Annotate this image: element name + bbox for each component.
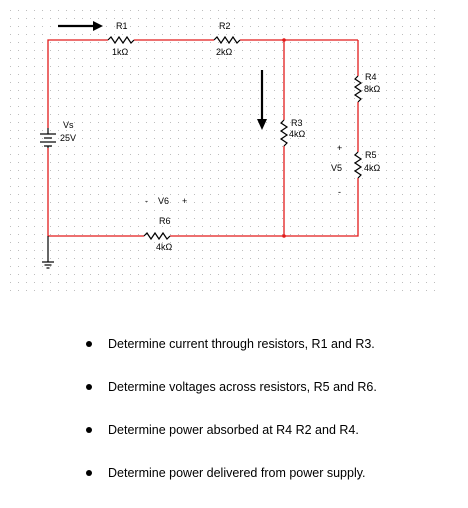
- task-text: Determine power absorbed at R4 R2 and R4…: [108, 423, 359, 437]
- resistor-r6: [143, 231, 171, 241]
- resistor-r2: [213, 35, 241, 45]
- wires: [47, 39, 359, 237]
- r4-name: R4: [365, 72, 377, 82]
- v6-minus: -: [145, 196, 148, 206]
- v6-name: V6: [158, 196, 169, 206]
- wire-top-left: [47, 39, 108, 128]
- resistor-r5: [353, 151, 363, 179]
- circuit-schematic: R1 1kΩ R2 2kΩ R3 4kΩ R4 8kΩ R5 4kΩ R6 4k…: [10, 10, 435, 291]
- r3-value: 4kΩ: [289, 129, 306, 139]
- bullet-icon: [86, 341, 92, 347]
- task-list: Determine current through resistors, R1 …: [86, 336, 458, 508]
- voltage-source-vs: [40, 128, 56, 148]
- vs-value: 25V: [60, 133, 76, 143]
- v6-plus: +: [182, 196, 187, 206]
- current-arrow-right-icon: [58, 21, 103, 31]
- task-item: Determine power delivered from power sup…: [86, 465, 458, 508]
- r6-name: R6: [159, 216, 171, 226]
- v5-minus: -: [338, 187, 341, 197]
- ground-icon: [42, 236, 54, 269]
- bullet-icon: [86, 384, 92, 390]
- bullet-icon: [86, 470, 92, 476]
- r2-value: 2kΩ: [216, 47, 233, 57]
- r5-value: 4kΩ: [364, 163, 381, 173]
- resistor-r4: [353, 75, 363, 103]
- bullet-icon: [86, 427, 92, 433]
- r4-value: 8kΩ: [364, 84, 381, 94]
- resistor-r3: [279, 119, 289, 147]
- r1-name: R1: [116, 21, 128, 31]
- task-text: Determine power delivered from power sup…: [108, 466, 366, 480]
- task-item: Determine voltages across resistors, R5 …: [86, 379, 458, 422]
- wire-right-bottom: [284, 178, 359, 237]
- r3-name: R3: [291, 118, 303, 128]
- task-item: Determine power absorbed at R4 R2 and R4…: [86, 422, 458, 465]
- r2-name: R2: [219, 21, 231, 31]
- current-arrow-down-icon: [257, 70, 267, 130]
- task-text: Determine current through resistors, R1 …: [108, 337, 375, 351]
- r6-value: 4kΩ: [156, 242, 173, 252]
- task-item: Determine current through resistors, R1 …: [86, 336, 458, 379]
- v5-name: V5: [331, 163, 342, 173]
- vs-name: Vs: [63, 120, 74, 130]
- junction-bottom: [282, 234, 286, 238]
- dot-grid: [10, 10, 435, 291]
- junction-top: [282, 38, 286, 42]
- resistor-r1: [107, 35, 135, 45]
- r5-name: R5: [365, 150, 377, 160]
- r1-value: 1kΩ: [112, 47, 129, 57]
- v5-plus: +: [337, 143, 342, 153]
- task-text: Determine voltages across resistors, R5 …: [108, 380, 377, 394]
